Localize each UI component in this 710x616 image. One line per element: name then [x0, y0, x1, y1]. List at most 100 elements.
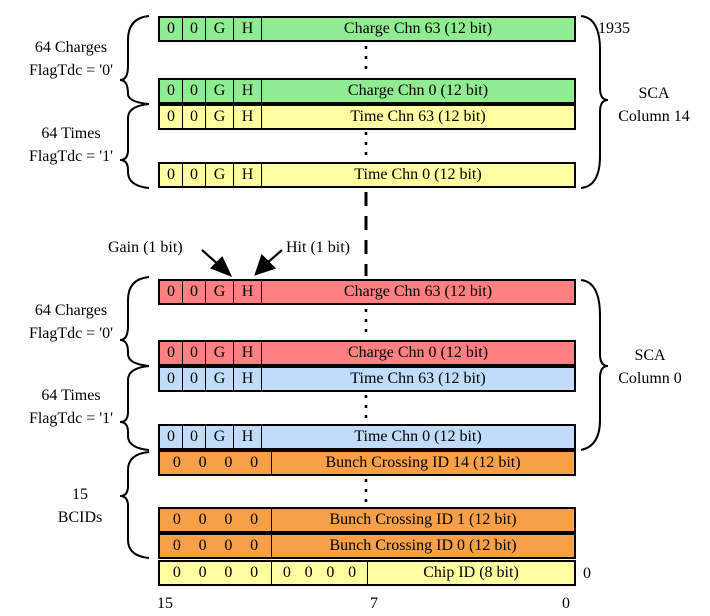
bit-digit: 0: [172, 564, 181, 581]
sca0-charges-label: 64 Charges FlagTdc = '0': [16, 299, 126, 345]
chip-bits-low: 0 0 0 0: [272, 562, 368, 584]
sca0-times-label: 64 Times FlagTdc = '1': [16, 384, 126, 430]
bit-digit: 0: [250, 511, 259, 528]
bit-digit: 0: [172, 537, 181, 554]
bit-digit: 0: [198, 564, 207, 581]
row-label: Bunch Crossing ID 14 (12 bit): [325, 454, 521, 471]
group-label-line: FlagTdc = '1': [28, 410, 114, 427]
bcids-group-label: 15 BCIDs: [30, 483, 130, 529]
sca0-row-charge-63: 0 0 G H Charge Chn 63 (12 bit): [158, 279, 576, 305]
bit-digit: 0: [304, 564, 313, 581]
bit-digit: 0: [282, 564, 291, 581]
sca-label-line: Column 14: [618, 108, 690, 125]
gain-cell: G: [206, 426, 234, 448]
hit-cell: H: [234, 18, 262, 40]
bcid-row-1: 0 0 0 0 Bunch Crossing ID 1 (12 bit): [158, 507, 576, 533]
sca14-column-label: SCA Column 14: [604, 82, 704, 128]
group-label-line: BCIDs: [57, 509, 103, 526]
bit-digit: 0: [224, 564, 233, 581]
sca14-row-time-0: 0 0 G H Time Chn 0 (12 bit): [158, 162, 576, 188]
gain-annotation: Gain (1 bit): [108, 239, 183, 256]
hit-cell: H: [234, 368, 262, 390]
gain-cell: G: [206, 164, 234, 186]
sca14-row-charge-0: 0 0 G H Charge Chn 0 (12 bit): [158, 78, 576, 104]
sca-label-line: SCA: [634, 347, 666, 364]
bit-digit: 0: [224, 454, 233, 471]
bit-cell: 0: [160, 106, 183, 128]
group-label-line: FlagTdc = '0': [28, 62, 114, 79]
row-label: Time Chn 63 (12 bit): [350, 108, 486, 125]
hit-cell: H: [234, 80, 262, 102]
bit-digit: 0: [326, 564, 335, 581]
brace-bcids: [119, 451, 150, 559]
brace-charges-14: [119, 15, 150, 105]
gain-cell: G: [206, 281, 234, 303]
sca14-row-charge-63: 0 0 G H Charge Chn 63 (12 bit): [158, 16, 576, 42]
chip-id-row: 0 0 0 0 0 0 0 0 Chip ID (8 bit): [158, 560, 576, 586]
gain-cell: G: [206, 80, 234, 102]
bit-digit: 0: [250, 564, 259, 581]
bit-axis-7: 7: [370, 595, 378, 612]
group-label-line: FlagTdc = '1': [28, 148, 114, 165]
bit-digit: 0: [250, 537, 259, 554]
row-label: Time Chn 63 (12 bit): [350, 370, 486, 387]
bit-cell: 0: [183, 281, 206, 303]
bit-cell: 0: [160, 18, 183, 40]
bit-cell: 0: [160, 426, 183, 448]
gain-cell: G: [206, 342, 234, 364]
bit-cell: 0: [183, 164, 206, 186]
hit-cell: H: [234, 342, 262, 364]
bcid-bits: 0 0 0 0: [160, 509, 272, 531]
sca0-row-time-0: 0 0 G H Time Chn 0 (12 bit): [158, 424, 576, 450]
gain-cell: G: [206, 106, 234, 128]
brace-charges-0: [119, 276, 150, 367]
bit-cell: 0: [160, 281, 183, 303]
bit-axis-0: 0: [562, 595, 570, 612]
sca14-index-label: 1935: [598, 20, 630, 37]
bit-digit: 0: [224, 511, 233, 528]
bit-cell: 0: [183, 106, 206, 128]
bit-cell: 0: [160, 368, 183, 390]
bit-cell: 0: [183, 426, 206, 448]
gain-cell: G: [206, 18, 234, 40]
bit-cell: 0: [183, 342, 206, 364]
hit-cell: H: [234, 281, 262, 303]
row-label: Charge Chn 63 (12 bit): [343, 20, 493, 37]
bit-digit: 0: [224, 537, 233, 554]
brace-sca14: [580, 15, 609, 189]
row-label: Charge Chn 0 (12 bit): [347, 344, 489, 361]
bit-digit: 0: [172, 511, 181, 528]
row-label: Bunch Crossing ID 0 (12 bit): [329, 537, 517, 554]
hit-cell: H: [234, 164, 262, 186]
gain-cell: G: [206, 368, 234, 390]
group-label-line: 64 Charges: [34, 39, 108, 56]
row-label: Chip ID (8 bit): [423, 564, 519, 581]
sca14-times-label: 64 Times FlagTdc = '1': [16, 122, 126, 168]
sca14-charges-label: 64 Charges FlagTdc = '0': [16, 36, 126, 82]
bcid-bits: 0 0 0 0: [160, 452, 272, 474]
brace-times-0: [119, 365, 150, 451]
group-label-line: 15: [72, 486, 88, 503]
row-label: Time Chn 0 (12 bit): [354, 428, 482, 445]
sca0-row-time-63: 0 0 G H Time Chn 63 (12 bit): [158, 366, 576, 392]
group-label-line: 64 Charges: [34, 302, 108, 319]
group-label-line: 64 Times: [41, 387, 101, 404]
bit-cell: 0: [183, 368, 206, 390]
bit-axis-15: 15: [157, 595, 173, 612]
bit-digit: 0: [198, 454, 207, 471]
sca-label-line: SCA: [638, 85, 670, 102]
bit-digit: 0: [250, 454, 259, 471]
bit-cell: 0: [160, 342, 183, 364]
gain-arrowhead: [210, 256, 233, 278]
bit-digit: 0: [172, 454, 181, 471]
row-label: Charge Chn 0 (12 bit): [347, 82, 489, 99]
chip-bits-high: 0 0 0 0: [160, 562, 272, 584]
hit-annotation: Hit (1 bit): [286, 239, 350, 256]
bit-cell: 0: [183, 80, 206, 102]
hit-cell: H: [234, 426, 262, 448]
sca0-column-label: SCA Column 0: [600, 344, 700, 390]
hit-cell: H: [234, 106, 262, 128]
group-label-line: FlagTdc = '0': [28, 325, 114, 342]
bit-digit: 0: [348, 564, 357, 581]
